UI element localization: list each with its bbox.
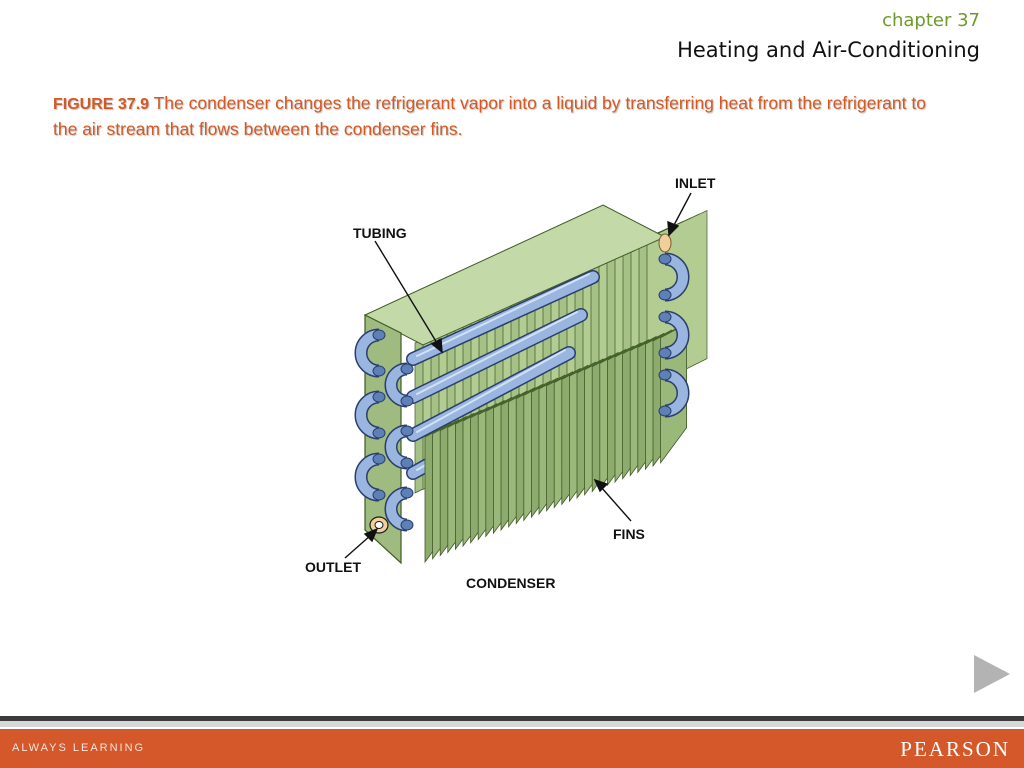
inlet-fitting [658, 233, 672, 253]
tubing-label: TUBING [353, 225, 407, 241]
outlet-label: OUTLET [305, 559, 361, 575]
tube-end [372, 453, 386, 465]
slide-title: Heating and Air-Conditioning [677, 38, 980, 62]
tube-end [400, 487, 414, 499]
footer-divider-dark [0, 716, 1024, 721]
tube-end [372, 391, 386, 403]
tube-end [658, 289, 672, 301]
tube-run-fill [407, 347, 575, 441]
play-triangle-icon [974, 655, 1010, 693]
tube-end [400, 425, 414, 437]
tube-end [658, 311, 672, 323]
tube-end [372, 489, 386, 501]
tube-run-fill [407, 271, 599, 365]
outlet-fitting [369, 516, 389, 534]
tube-end [400, 395, 414, 407]
tube-end [372, 427, 386, 439]
tube-highlight [416, 273, 590, 357]
tube-end [372, 365, 386, 377]
chapter-label: chapter 37 [882, 10, 980, 31]
return-bend-fill [356, 392, 380, 438]
left-return-bends [354, 328, 414, 532]
condenser-fins-front [424, 323, 688, 564]
return-bend-fill [356, 330, 380, 376]
tube-highlight [416, 311, 578, 395]
footer-divider-light [0, 721, 1024, 727]
tube-end [658, 347, 672, 359]
condenser-label: CONDENSER [466, 575, 555, 591]
tube-end [658, 253, 672, 265]
right-return-bends [658, 252, 690, 418]
tube-end [400, 457, 414, 469]
tube-end [658, 369, 672, 381]
footer-tagline: ALWAYS LEARNING [12, 742, 146, 754]
tube-end [400, 519, 414, 531]
fins-label: FINS [613, 526, 645, 542]
publisher-logo: PEARSON [900, 737, 1010, 761]
figure-caption: FIGURE 37.9 The condenser changes the re… [53, 91, 953, 141]
return-bend-fill [356, 454, 380, 500]
figure-number: FIGURE 37.9 [53, 96, 150, 113]
return-bend-fill [664, 254, 688, 300]
tube-run-fill [407, 309, 587, 403]
condenser-diagram: INLET TUBING FINS OUTLET CONDENSER [303, 175, 719, 593]
tube-end [372, 329, 386, 341]
next-slide-button[interactable] [972, 654, 1012, 694]
caption-text: The condenser changes the refrigerant va… [53, 93, 926, 139]
inlet-label: INLET [675, 175, 716, 191]
footer-bar: ALWAYS LEARNING PEARSON [0, 729, 1024, 768]
tube-end [400, 363, 414, 375]
tube-end [658, 405, 672, 417]
return-bend-fill [664, 312, 688, 358]
tube-highlight [416, 349, 566, 433]
return-bend-fill [664, 370, 688, 416]
